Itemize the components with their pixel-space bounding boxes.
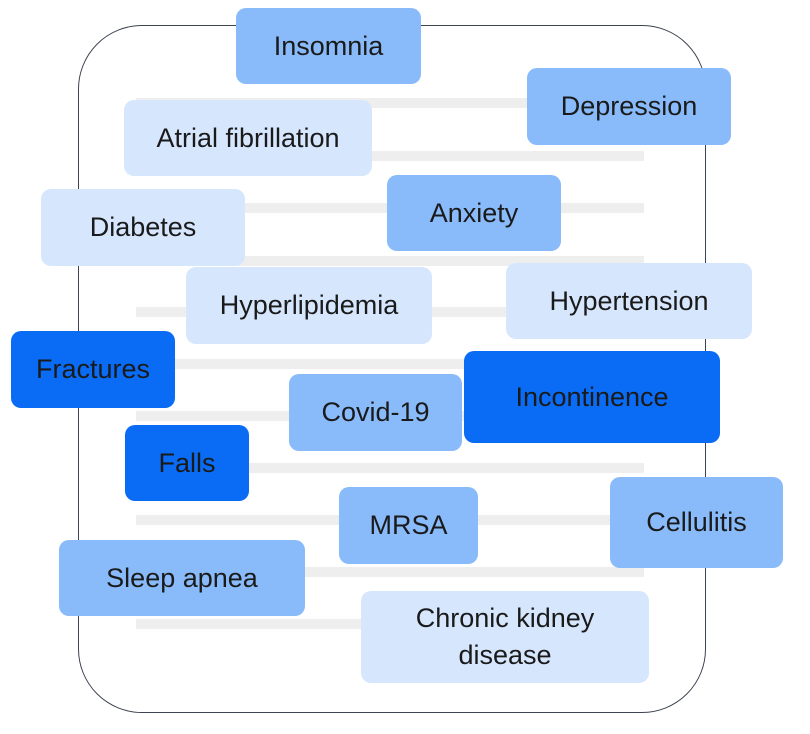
placeholder-line xyxy=(136,359,644,369)
tag-atrial-fibrillation: Atrial fibrillation xyxy=(124,100,372,176)
tag-chronic-kidney-disease: Chronic kidney disease xyxy=(361,591,649,683)
tag-hyperlipidemia: Hyperlipidemia xyxy=(186,267,432,344)
tag-anxiety: Anxiety xyxy=(387,175,561,251)
tag-insomnia: Insomnia xyxy=(236,8,421,84)
placeholder-line xyxy=(136,567,644,577)
tag-cellulitis: Cellulitis xyxy=(610,477,783,568)
placeholder-line xyxy=(136,151,644,161)
tag-incontinence: Incontinence xyxy=(464,351,720,443)
tag-covid-19: Covid-19 xyxy=(289,374,462,451)
tag-diabetes: Diabetes xyxy=(41,189,245,266)
placeholder-line xyxy=(136,98,644,108)
tag-sleep-apnea: Sleep apnea xyxy=(59,540,305,616)
tag-depression: Depression xyxy=(527,68,731,145)
placeholder-line xyxy=(136,463,644,473)
tag-hypertension: Hypertension xyxy=(506,263,752,339)
tag-falls: Falls xyxy=(125,425,249,501)
tag-mrsa: MRSA xyxy=(339,487,478,564)
placeholder-line xyxy=(136,256,644,266)
tag-fractures: Fractures xyxy=(11,331,175,408)
